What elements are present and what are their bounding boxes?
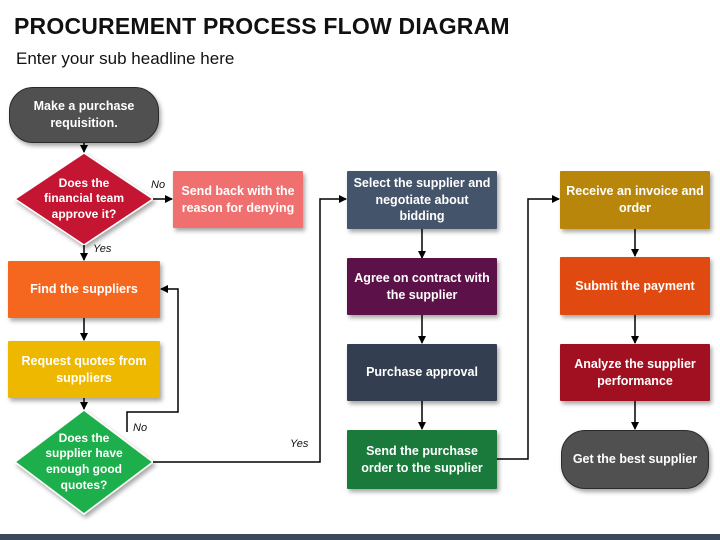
label-yes-approve: Yes: [93, 243, 112, 255]
label-no-approve: No: [151, 179, 166, 191]
select-supplier-text: Select the supplier and negotiate about …: [353, 175, 491, 224]
label-yes-quotes: Yes: [290, 438, 309, 450]
request-quotes-node: Request quotes from suppliers: [8, 341, 160, 398]
request-quotes-text: Request quotes from suppliers: [21, 353, 147, 385]
purchase-approval-text: Purchase approval: [366, 365, 478, 380]
bottom-accent-bar: [0, 534, 720, 540]
find-suppliers-text: Find the suppliers: [30, 282, 138, 297]
label-no-quotes: No: [133, 422, 148, 434]
analyze-supplier-text: Analyze the supplier performance: [574, 356, 696, 388]
arrow-sendorder-to-receive: [497, 195, 560, 460]
page-subtitle: Enter your sub headline here: [16, 49, 235, 68]
quotes-decision-text: Does the supplier have enough good quote…: [45, 430, 123, 492]
start-requisition-node: Make a purchase requisition.: [9, 87, 159, 143]
arrow-quotes-no-loop: [126, 285, 179, 432]
send-order-node: Send the purchase order to the supplier: [347, 430, 497, 489]
arrow-quotes-yes-to-select: [153, 195, 347, 463]
send-order-text: Send the purchase order to the supplier: [361, 443, 483, 475]
send-back-text: Send back with the reason for denying: [181, 183, 295, 215]
page-title: PROCUREMENT PROCESS FLOW DIAGRAM: [14, 13, 510, 39]
receive-invoice-text: Receive an invoice and order: [566, 184, 704, 215]
submit-payment-node: Submit the payment: [560, 257, 710, 315]
agree-contract-text: Agree on contract with the supplier: [354, 270, 490, 302]
agree-contract-node: Agree on contract with the supplier: [347, 258, 497, 315]
start-requisition-text: Make a purchase requisition.: [33, 99, 135, 130]
submit-payment-text: Submit the payment: [575, 278, 695, 293]
best-supplier-text: Get the best supplier: [572, 452, 698, 467]
receive-invoice-node: Receive an invoice and order: [560, 171, 710, 229]
send-back-node: Send back with the reason for denying: [173, 171, 303, 228]
select-supplier-node: Select the supplier and negotiate about …: [347, 171, 497, 229]
quotes-decision-diamond: [13, 409, 155, 515]
analyze-supplier-node: Analyze the supplier performance: [560, 344, 710, 401]
approve-decision-text: Does the financial team approve it?: [43, 175, 125, 221]
find-suppliers-node: Find the suppliers: [8, 261, 160, 318]
purchase-approval-node: Purchase approval: [347, 344, 497, 401]
best-supplier-node: Get the best supplier: [561, 430, 709, 489]
